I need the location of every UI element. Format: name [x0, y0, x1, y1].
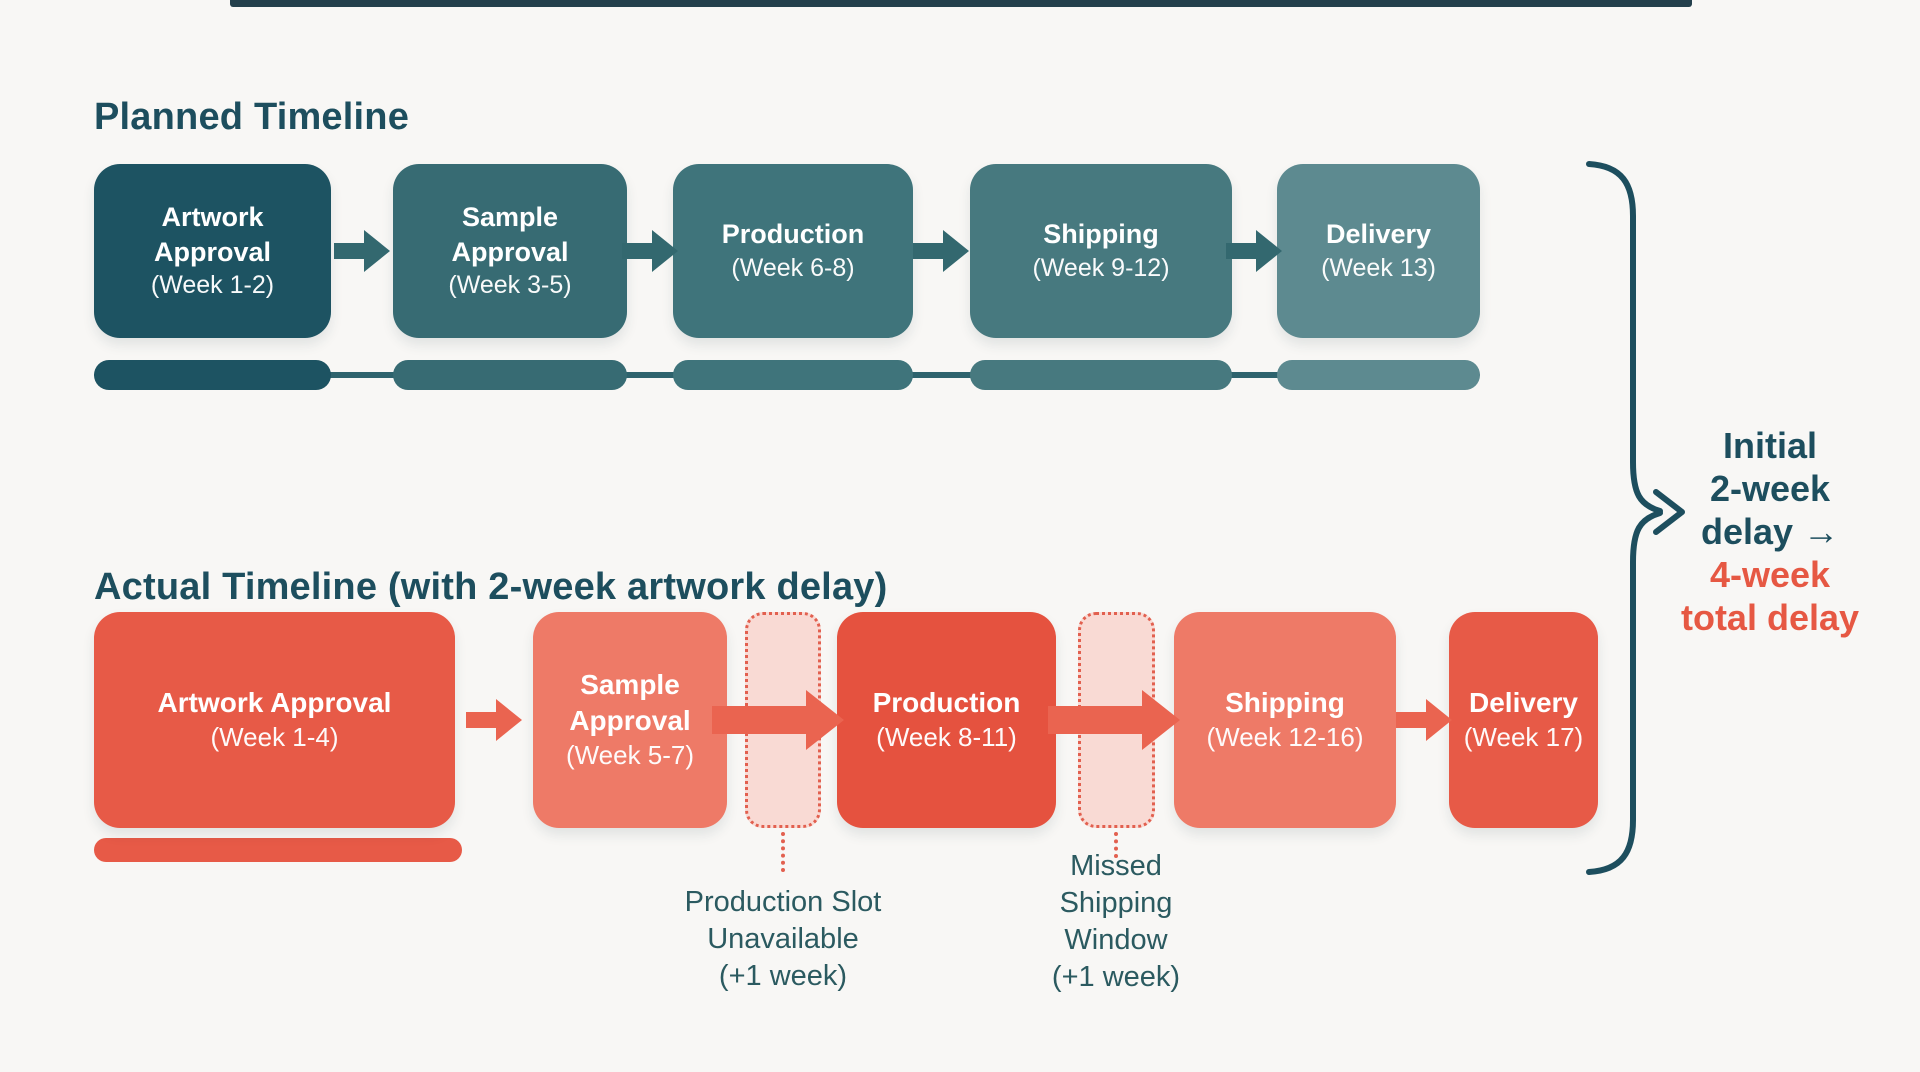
step-title: Shipping [1225, 687, 1345, 719]
step-weeks: (Week 5-7) [565, 739, 695, 770]
step-title: Artwork Approval [153, 202, 272, 267]
step-title: Sample Approval [451, 202, 569, 267]
arrow-right-icon [1048, 690, 1180, 750]
delay-connector-line [781, 832, 785, 872]
step-weeks: (Week 12-16) [1206, 722, 1364, 753]
annotation-line: (+1 week) [1051, 961, 1181, 993]
planned-track-segment-1 [94, 360, 331, 390]
annotation-line: Production Slot [684, 886, 882, 918]
step-weeks: (Week 17) [1463, 722, 1584, 753]
annotation-line: Window [1064, 924, 1168, 956]
arrow-shape [1396, 699, 1452, 741]
step-title: Delivery [1325, 219, 1432, 250]
planned-track-segment-5 [1277, 360, 1480, 390]
planned-timeline-heading: Planned Timeline [94, 96, 410, 138]
step-weeks: (Week 1-2) [150, 271, 275, 300]
arrow-right-icon [1396, 699, 1452, 741]
step-title: Shipping [1043, 219, 1159, 250]
planned-track-segment-4 [970, 360, 1232, 390]
actual-step-sample-approval: Sample Approval (Week 5-7) [533, 612, 727, 828]
arrow-right-icon [712, 690, 844, 750]
planned-step-delivery: Delivery (Week 13) [1277, 164, 1480, 338]
planned-step-production: Production (Week 6-8) [673, 164, 913, 338]
annotation-line: (+1 week) [718, 960, 848, 992]
arrow-right-icon [1226, 230, 1282, 272]
actual-progress-underbar [94, 838, 462, 862]
arrow-right-icon [334, 230, 390, 272]
arrow-shape [622, 230, 678, 272]
step-weeks: (Week 9-12) [1032, 254, 1170, 283]
planned-step-sample-approval: Sample Approval (Week 3-5) [393, 164, 627, 338]
arrow-shape [712, 690, 844, 750]
actual-step-shipping: Shipping (Week 12-16) [1174, 612, 1396, 828]
step-title: Delivery [1469, 687, 1578, 719]
step-title: Production [721, 219, 865, 250]
summary-line: total delay [1680, 597, 1860, 638]
planned-track-segment-2 [393, 360, 627, 390]
arrow-shape [913, 230, 969, 272]
arrow-right-icon [622, 230, 678, 272]
arrow-right-icon [466, 699, 522, 741]
annotation-production-slot: Production Slot Unavailable (+1 week) [623, 884, 943, 995]
step-title: Production [872, 687, 1021, 719]
step-weeks: (Week 6-8) [731, 254, 855, 283]
summary-line: delay → [1700, 511, 1840, 552]
summary-line: 4-week [1709, 554, 1831, 595]
actual-step-delivery: Delivery (Week 17) [1449, 612, 1598, 828]
delay-connector-line [1114, 832, 1118, 858]
summary-line: Initial [1722, 425, 1817, 466]
step-title: Sample Approval [569, 669, 691, 737]
step-weeks: (Week 13) [1321, 254, 1436, 283]
planned-track-segment-3 [673, 360, 913, 390]
planned-step-artwork-approval: Artwork Approval (Week 1-2) [94, 164, 331, 338]
planned-step-shipping: Shipping (Week 9-12) [970, 164, 1232, 338]
annotation-line: Unavailable [707, 923, 859, 955]
step-weeks: (Week 3-5) [448, 271, 572, 300]
annotation-line: Shipping [1059, 887, 1173, 919]
step-weeks: (Week 1-4) [210, 722, 339, 753]
actual-step-production: Production (Week 8-11) [837, 612, 1056, 828]
top-accent-bar [230, 0, 1692, 7]
arrow-right-icon [913, 230, 969, 272]
arrow-shape [466, 699, 522, 741]
actual-step-artwork-approval: Artwork Approval (Week 1-4) [94, 612, 455, 828]
arrow-shape [1048, 690, 1180, 750]
annotation-missed-shipping: Missed Shipping Window (+1 week) [956, 848, 1276, 996]
step-title: Artwork Approval [157, 687, 392, 719]
summary-line: 2-week [1709, 468, 1831, 509]
actual-timeline-heading: Actual Timeline (with 2-week artwork del… [94, 566, 888, 608]
step-weeks: (Week 8-11) [876, 722, 1017, 753]
arrow-shape [334, 230, 390, 272]
arrow-shape [1226, 230, 1282, 272]
delay-summary: Initial 2-week delay → 4-week total dela… [1640, 424, 1900, 639]
